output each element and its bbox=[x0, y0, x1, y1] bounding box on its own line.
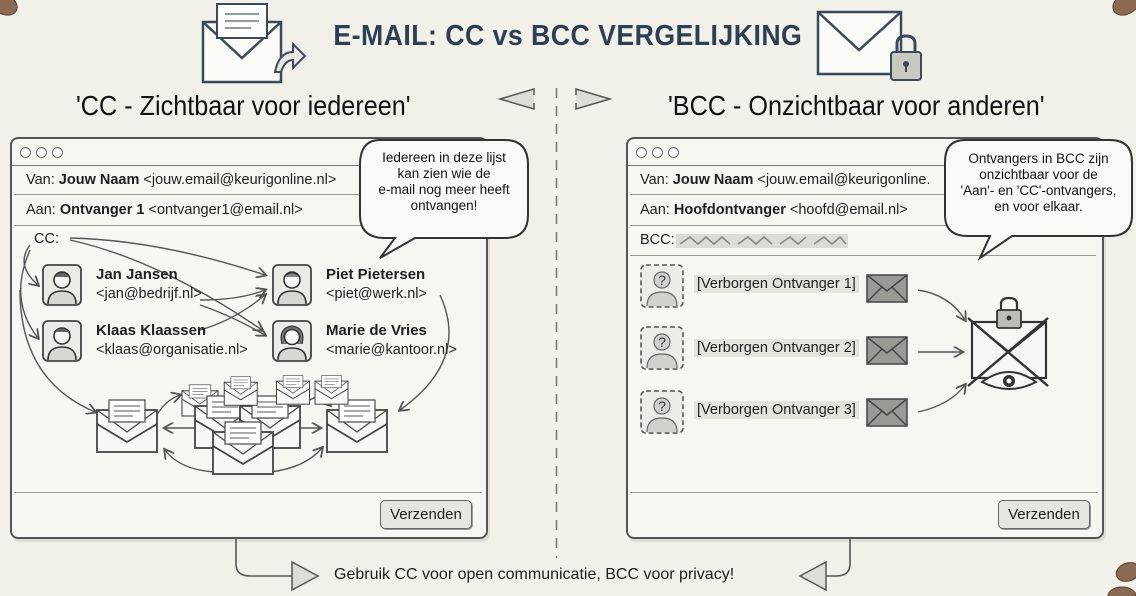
bcc-section-title: 'BCC - Onzichtbaar voor anderen' bbox=[668, 90, 1045, 121]
window-dot-icon[interactable] bbox=[668, 147, 679, 158]
svg-text:?: ? bbox=[658, 272, 666, 288]
recipient-email: <jan@bedrijf.nl> bbox=[96, 286, 202, 302]
divider bbox=[14, 492, 482, 493]
recipient-name: Marie de Vries bbox=[326, 322, 427, 339]
private-envelope-icon bbox=[967, 296, 1049, 390]
to-name: Ontvanger 1 bbox=[59, 202, 145, 218]
window-dot-icon[interactable] bbox=[636, 147, 647, 158]
hidden-recipient-label: [Verborgen Ontvanger 2] bbox=[694, 339, 859, 357]
scribbled-bcc-field bbox=[676, 234, 848, 248]
from-label: Van: bbox=[26, 172, 55, 188]
envelope-cluster-icon bbox=[96, 375, 388, 475]
bcc-from-row: Van: Jouw Naam <jouw.email@keurigonline. bbox=[640, 172, 931, 188]
window-titlebar bbox=[12, 139, 486, 166]
recipient-name: Jan Jansen bbox=[96, 266, 178, 283]
bcc-bubble-text: Ontvangers in BCC zijn onzichtbaar voor … bbox=[945, 151, 1132, 215]
divider bbox=[630, 255, 1096, 256]
page-title: E-MAIL: CC vs BCC VERGELIJKING bbox=[333, 20, 803, 52]
hidden-recipient-label: [Verborgen Ontvanger 1] bbox=[694, 275, 859, 293]
closed-envelope-icon bbox=[866, 274, 908, 303]
cc-label: CC: bbox=[34, 231, 59, 247]
recipient-email: <marie@kantoor.nl> bbox=[326, 342, 457, 358]
center-divider bbox=[555, 88, 558, 558]
bubble-line: Iedereen in deze lijst bbox=[382, 150, 506, 165]
person-avatar-icon bbox=[42, 320, 82, 362]
closed-envelope-icon bbox=[866, 336, 908, 365]
divider bbox=[630, 225, 970, 226]
person-avatar-icon bbox=[272, 320, 312, 362]
cc-from-row: Van: Jouw Naam <jouw.email@keurigonline.… bbox=[26, 172, 336, 188]
window-dot-icon[interactable] bbox=[36, 147, 47, 158]
divider bbox=[630, 492, 1098, 493]
window-dot-icon[interactable] bbox=[652, 147, 663, 158]
from-email: <jouw.email@keurigonline. bbox=[757, 172, 931, 188]
recipient-email: <klaas@organisatie.nl> bbox=[96, 342, 248, 358]
envelope-forward-icon bbox=[201, 3, 307, 84]
window-dot-icon[interactable] bbox=[20, 147, 31, 158]
svg-text:?: ? bbox=[658, 398, 666, 414]
svg-text:?: ? bbox=[658, 334, 666, 350]
recipient-email: <piet@werk.nl> bbox=[326, 286, 427, 302]
recipient-name: Klaas Klaassen bbox=[96, 322, 207, 339]
to-name: Hoofdontvanger bbox=[673, 202, 786, 218]
window-titlebar bbox=[628, 139, 1102, 166]
to-email: <hoofd@email.nl> bbox=[789, 202, 908, 218]
bcc-send-button[interactable]: Verzenden bbox=[998, 500, 1090, 529]
cc-to-row: Aan: Ontvanger 1 <ontvanger1@email.nl> bbox=[26, 202, 303, 218]
unknown-person-icon: ? bbox=[640, 326, 684, 370]
unknown-person-icon: ? bbox=[640, 390, 684, 434]
divider bbox=[630, 194, 948, 195]
person-avatar-icon bbox=[42, 264, 82, 306]
closed-envelope-icon bbox=[866, 398, 908, 427]
bcc-to-row: Aan: Hoofdontvanger <hoofd@email.nl> bbox=[640, 202, 908, 218]
cc-bubble-text: Iedereen in deze lijst kan zien wie de e… bbox=[360, 150, 528, 214]
recipient-name: Piet Pietersen bbox=[326, 266, 426, 283]
person-avatar-icon bbox=[272, 264, 312, 306]
to-label: Aan: bbox=[26, 202, 56, 218]
divider bbox=[14, 194, 366, 195]
footer-message: Gebruik CC voor open communicatie, BCC v… bbox=[334, 566, 735, 583]
to-label: Aan: bbox=[640, 202, 670, 218]
comparison-arrows-icon bbox=[497, 87, 613, 111]
hidden-recipient-label: [Verborgen Ontvanger 3] bbox=[694, 401, 859, 419]
from-email: <jouw.email@keurigonline.nl> bbox=[143, 172, 337, 188]
cc-section-title: 'CC - Zichtbaar voor iedereen' bbox=[76, 90, 411, 121]
window-dot-icon[interactable] bbox=[52, 147, 63, 158]
bcc-label: BCC: bbox=[640, 232, 675, 248]
bubble-line: en voor elkaar. bbox=[994, 199, 1083, 214]
from-label: Van: bbox=[640, 172, 669, 188]
bubble-line: e-mail nog meer heeft bbox=[378, 182, 510, 197]
bubble-line: kan zien wie de bbox=[397, 166, 491, 181]
cc-send-button[interactable]: Verzenden bbox=[380, 500, 472, 529]
divider bbox=[14, 225, 374, 226]
from-name: Jouw Naam bbox=[58, 172, 140, 188]
to-email: <ontvanger1@email.nl> bbox=[148, 202, 303, 218]
unknown-person-icon: ? bbox=[640, 264, 684, 308]
envelope-lock-icon bbox=[816, 10, 922, 81]
from-name: Jouw Naam bbox=[672, 172, 754, 188]
bubble-line: onzichtbaar voor de bbox=[979, 167, 1098, 182]
bubble-line: 'Aan'- en 'CC'-ontvangers, bbox=[960, 183, 1117, 198]
bubble-line: Ontvangers in BCC zijn bbox=[968, 151, 1109, 166]
bubble-line: ontvangen! bbox=[410, 198, 478, 213]
